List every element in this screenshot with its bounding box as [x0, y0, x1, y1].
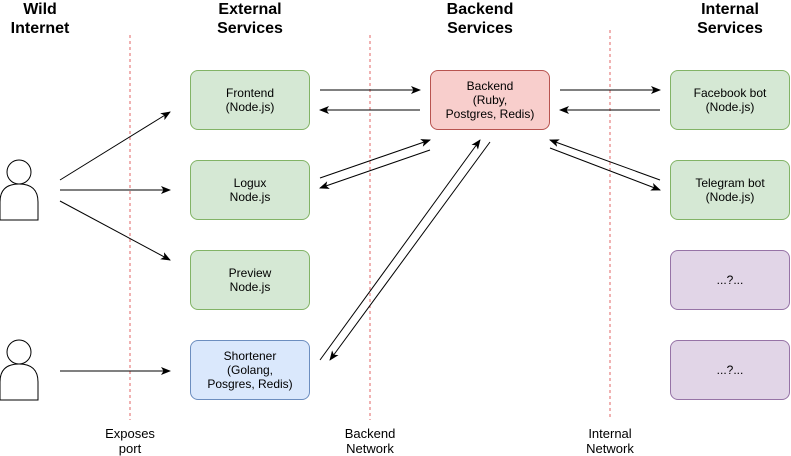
label-exposes-port: Exposes port — [105, 426, 155, 456]
backend-to-logux-arrow — [319, 149, 431, 189]
unknown-service-node: ...?... — [670, 250, 790, 310]
telegram-bot-node: Telegram bot (Node.js) — [670, 160, 790, 220]
header-wild-internet: Wild Internet — [10, 1, 70, 37]
user-icon — [0, 159, 39, 221]
logux-node: Logux Node.js — [190, 160, 310, 220]
user-to-frontend-arrow — [59, 111, 171, 181]
shortener-node: Shortener (Golang, Posgres, Redis) — [190, 340, 310, 400]
header-external-services: External Services — [217, 1, 283, 37]
logux-to-backend-arrow — [319, 139, 431, 179]
backend-to-telegram-arrow — [549, 147, 661, 191]
header-backend-services: Backend Services — [446, 1, 514, 37]
shortener-to-backend-arrow — [319, 139, 481, 361]
facebook-bot-node: Facebook bot (Node.js) — [670, 70, 790, 130]
backend-to-shortener-arrow — [329, 141, 491, 361]
label-backend-network: Backend Network — [344, 426, 396, 456]
label-internal-network: Internal Network — [586, 426, 634, 456]
preview-node: Preview Node.js — [190, 250, 310, 310]
frontend-node: Frontend (Node.js) — [190, 70, 310, 130]
header-internal-services: Internal Services — [697, 1, 763, 37]
unknown-service-node: ...?... — [670, 340, 790, 400]
user-to-preview-arrow — [59, 200, 171, 261]
telegram-to-backend-arrow — [549, 139, 661, 181]
user-icon — [0, 339, 39, 401]
backend-node: Backend (Ruby, Postgres, Redis) — [430, 70, 550, 130]
